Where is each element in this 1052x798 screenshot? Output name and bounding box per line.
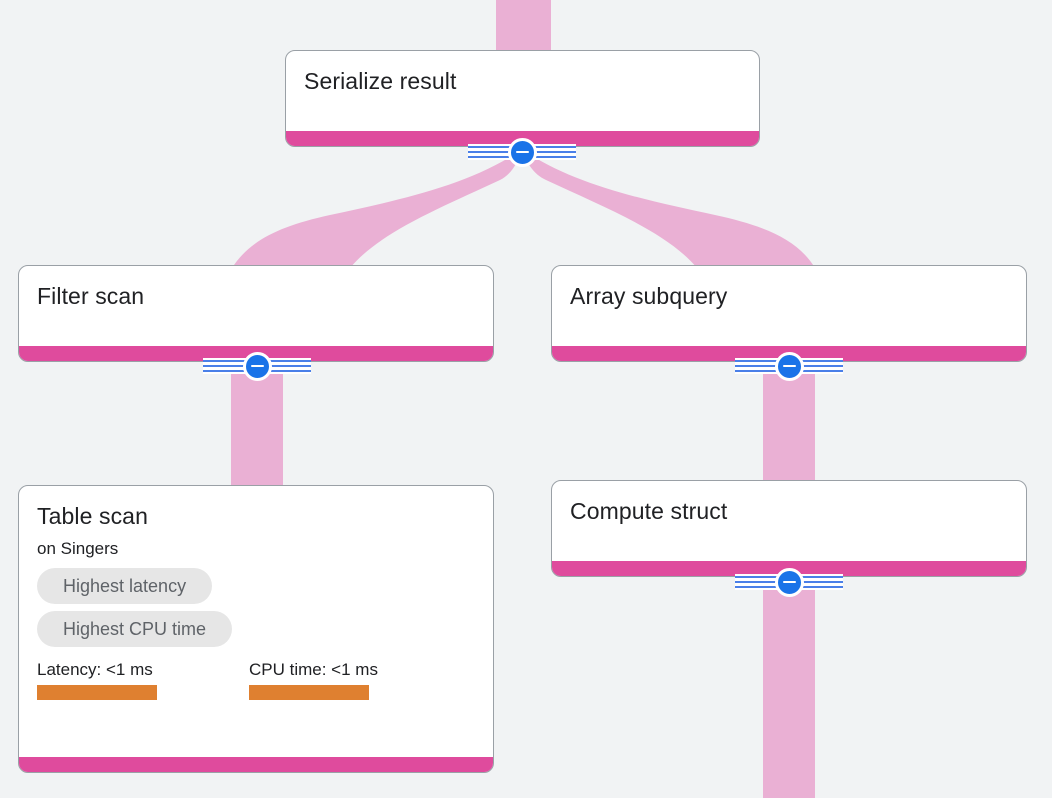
node-filter-scan[interactable]: Filter scan: [18, 265, 494, 362]
metric-latency: Latency: <1 ms: [37, 659, 157, 700]
metric-cpu-time: CPU time: <1 ms: [249, 659, 378, 700]
status-badge-highest-cpu-time[interactable]: Highest CPU time: [37, 611, 233, 647]
node-title: Filter scan: [37, 283, 145, 309]
minus-icon[interactable]: [774, 567, 804, 597]
collapse-toggle-array-subquery[interactable]: [735, 351, 843, 381]
edge-compute-struct-downward: [763, 576, 815, 798]
node-subtitle: on Singers: [37, 539, 119, 558]
edge-serialize-to-array-subquery: [523, 150, 815, 268]
node-title: Array subquery: [570, 283, 728, 309]
edge-serialize-to-filter-scan: [232, 150, 521, 268]
metric-latency-bar: [37, 685, 157, 700]
node-body: Array subquery: [552, 266, 1026, 346]
node-badge-list: Highest latency Highest CPU time: [37, 568, 475, 647]
minus-icon[interactable]: [774, 351, 804, 381]
node-body: Filter scan: [19, 266, 493, 346]
node-title: Compute struct: [570, 498, 728, 524]
collapse-toggle-filter-scan[interactable]: [203, 351, 311, 381]
node-table-scan[interactable]: Table scan on Singers Highest latency Hi…: [18, 485, 494, 773]
node-body: Serialize result: [286, 51, 759, 131]
collapse-toggle-compute-struct[interactable]: [735, 567, 843, 597]
node-serialize-result[interactable]: Serialize result: [285, 50, 760, 147]
minus-icon[interactable]: [242, 351, 272, 381]
collapse-toggle-serialize-result[interactable]: [468, 137, 576, 167]
metric-latency-label: Latency: <1 ms: [37, 660, 153, 679]
metric-cpu-time-label: CPU time: <1 ms: [249, 660, 378, 679]
minus-icon[interactable]: [507, 137, 537, 167]
node-array-subquery[interactable]: Array subquery: [551, 265, 1027, 362]
node-body: Table scan on Singers Highest latency Hi…: [19, 486, 493, 757]
node-title: Serialize result: [304, 68, 457, 94]
edge-into-serialize-result: [496, 0, 551, 52]
node-body: Compute struct: [552, 481, 1026, 561]
metric-cpu-time-bar: [249, 685, 369, 700]
node-compute-struct[interactable]: Compute struct: [551, 480, 1027, 577]
node-metrics: Latency: <1 ms CPU time: <1 ms: [37, 659, 475, 700]
node-title: Table scan: [37, 503, 148, 529]
status-badge-highest-latency[interactable]: Highest latency: [37, 568, 213, 604]
node-footer-bar: [19, 757, 493, 772]
